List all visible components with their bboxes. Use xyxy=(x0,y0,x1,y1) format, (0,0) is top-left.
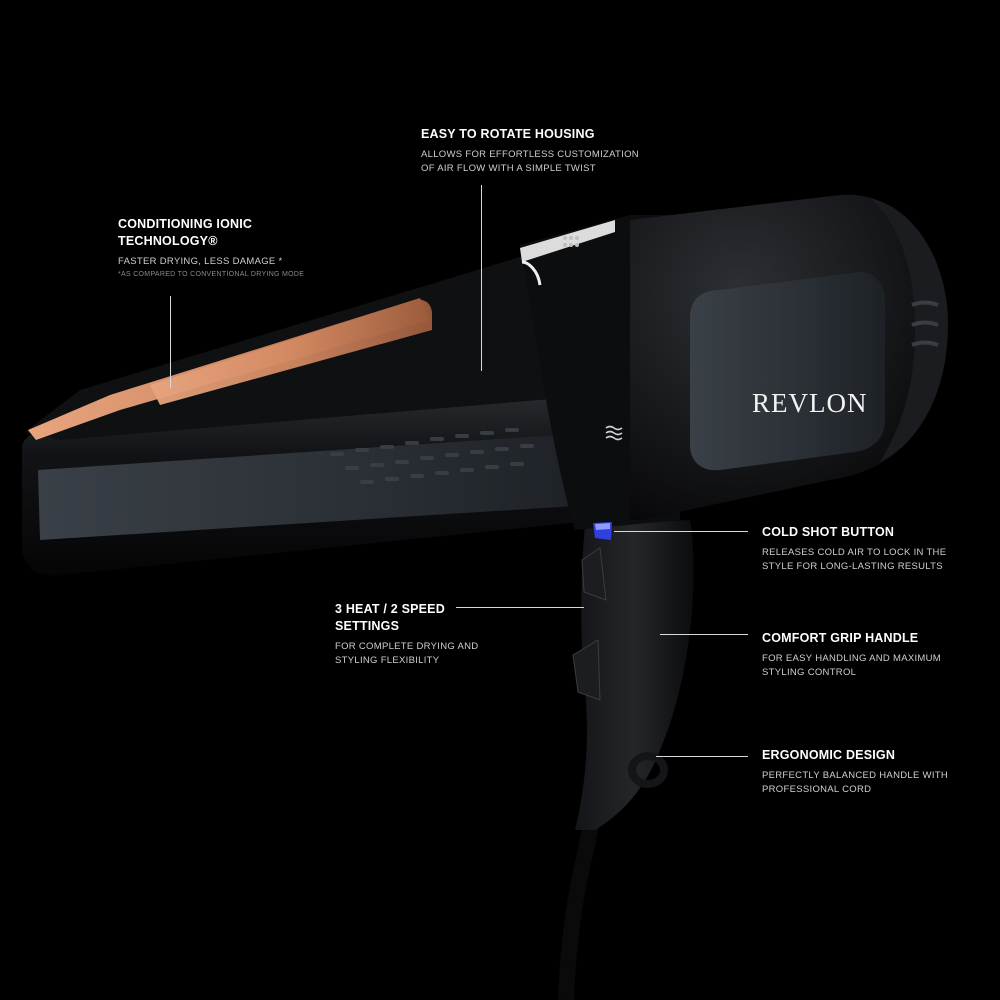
callout-cold-shot: COLD SHOT BUTTON RELEASES COLD AIR TO LO… xyxy=(762,524,982,573)
leader-grip xyxy=(660,634,748,635)
callout-cold-shot-desc-line1: RELEASES COLD AIR TO LOCK IN THE xyxy=(762,547,947,558)
switch-heat xyxy=(572,639,601,701)
leader-ergonomic xyxy=(656,756,748,757)
collar-slider xyxy=(521,260,542,286)
airflow-texture xyxy=(330,428,534,484)
airflow-icon xyxy=(605,425,623,441)
callout-ionic-desc: FASTER DRYING, LESS DAMAGE * xyxy=(118,256,283,267)
callout-grip-title: COMFORT GRIP HANDLE xyxy=(762,631,919,645)
power-cord xyxy=(558,818,600,1000)
collar-highlight xyxy=(520,220,615,262)
back-cap xyxy=(870,198,949,462)
rear-vents xyxy=(911,300,939,347)
callout-grip: COMFORT GRIP HANDLE FOR EASY HANDLING AN… xyxy=(762,630,982,679)
callout-cold-shot-title: COLD SHOT BUTTON xyxy=(762,525,895,539)
callout-ergonomic-desc-line1: PERFECTLY BALANCED HANDLE WITH xyxy=(762,770,949,781)
side-panel xyxy=(38,435,590,540)
hang-loop xyxy=(628,752,668,788)
callout-heat-speed-desc-line2: STYLING FLEXIBILITY xyxy=(335,654,440,666)
callout-heat-speed-desc-line1: FOR COMPLETE DRYING AND xyxy=(335,641,479,652)
ionic-window xyxy=(150,299,432,405)
leader-heat-speed xyxy=(456,607,584,608)
callout-rotate-desc-line1: ALLOWS FOR EFFORTLESS CUSTOMIZATION xyxy=(421,149,639,160)
callout-grip-desc-line2: STYLING CONTROL xyxy=(762,666,857,678)
callout-rotate: EASY TO ROTATE HOUSING ALLOWS FOR EFFORT… xyxy=(421,126,681,175)
callout-heat-speed: 3 HEAT / 2 SPEED SETTINGS FOR COMPLETE D… xyxy=(335,601,535,667)
callout-cold-shot-desc-line2: STYLE FOR LONG-LASTING RESULTS xyxy=(762,560,943,572)
leader-ionic xyxy=(170,296,171,388)
brand-logo: REVLON xyxy=(752,388,868,418)
callout-heat-speed-title-line1: 3 HEAT / 2 SPEED xyxy=(335,602,445,616)
callout-grip-desc-line1: FOR EASY HANDLING AND MAXIMUM xyxy=(762,653,942,664)
callout-ergonomic-title: ERGONOMIC DESIGN xyxy=(762,748,896,762)
callout-ergonomic-desc-line2: PROFESSIONAL CORD xyxy=(762,783,872,795)
callout-ionic: CONDITIONING IONIC TECHNOLOGY® FASTER DR… xyxy=(118,216,378,279)
switch-speed xyxy=(581,547,607,601)
logo-panel xyxy=(690,272,885,471)
callout-rotate-title: EASY TO ROTATE HOUSING xyxy=(421,127,595,141)
callout-heat-speed-title-line2: SETTINGS xyxy=(335,619,400,633)
callout-rotate-desc-line2: OF AIR FLOW WITH A SIMPLE TWIST xyxy=(421,162,596,174)
leader-rotate xyxy=(481,185,482,371)
callout-ergonomic: ERGONOMIC DESIGN PERFECTLY BALANCED HAND… xyxy=(762,747,982,796)
leader-cold-shot xyxy=(614,531,748,532)
setting-icons-top xyxy=(563,236,579,247)
callout-ionic-title-line1: CONDITIONING IONIC xyxy=(118,217,253,231)
callout-ionic-note: *AS COMPARED TO CONVENTIONAL DRYING MODE xyxy=(118,270,305,278)
callout-ionic-title-line2: TECHNOLOGY® xyxy=(118,234,218,248)
